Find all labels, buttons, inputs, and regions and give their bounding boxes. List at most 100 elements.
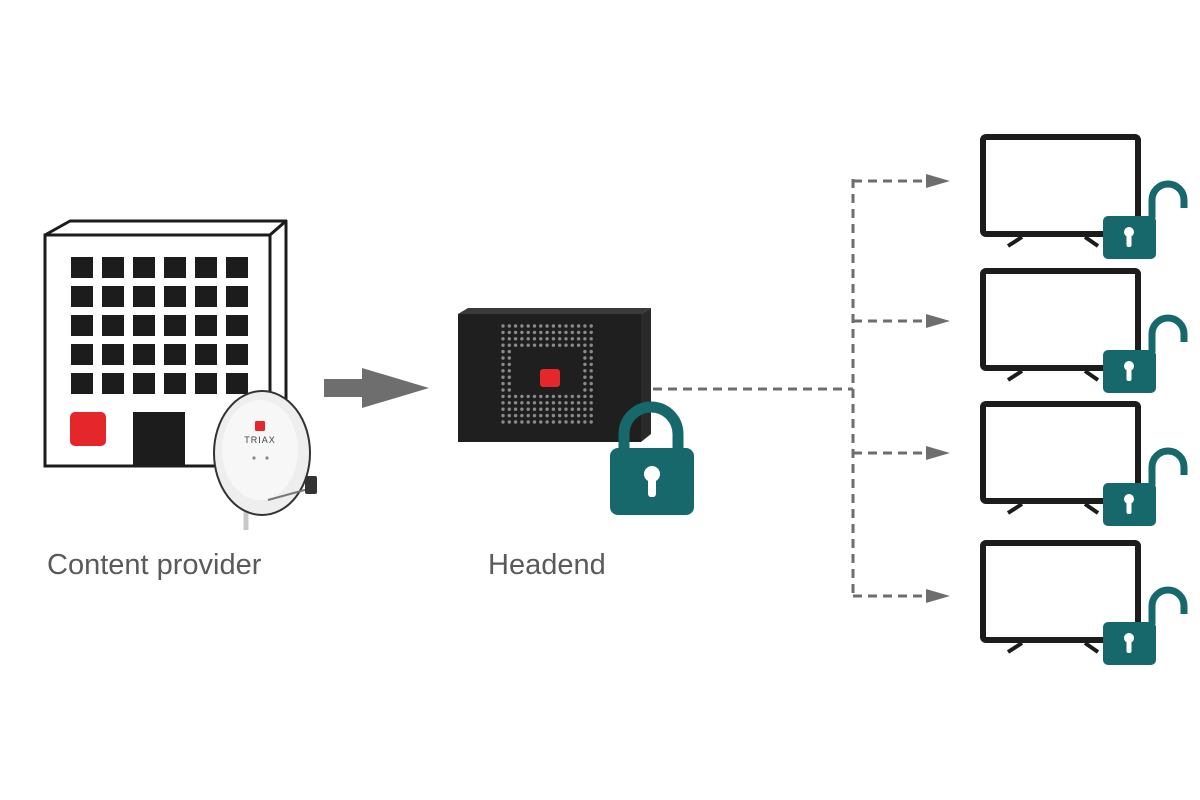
led-dot [526,401,530,405]
led-dot [589,324,593,328]
building-red-sign [70,412,106,446]
led-dot [526,337,530,341]
building-window [226,315,248,336]
led-dot [589,407,593,411]
led-dot [501,388,505,392]
led-dot [576,337,581,341]
led-dot [551,407,556,411]
padlock-open-icon [1103,447,1188,526]
led-dot [532,401,537,405]
led-dot [513,330,518,335]
content-provider-label: Content provider [47,549,262,581]
led-dot [570,420,574,424]
building-window [195,344,217,365]
led-dot [576,413,581,418]
led-dot [520,337,524,341]
led-dot [558,413,562,418]
led-dot [532,324,537,328]
led-dot [526,324,530,328]
building-door [133,412,185,466]
led-dot [551,420,556,424]
dish-logo-mark [255,421,265,431]
building-window [102,286,124,307]
led-dot [501,349,505,354]
led-dot [526,343,530,347]
led-dot [501,337,505,341]
led-dot [558,324,562,328]
led-dot [513,394,518,399]
led-dot [507,375,511,379]
led-dot [526,330,530,335]
building-window [133,373,155,394]
building-window [226,373,248,394]
led-dot [501,362,505,367]
led-dot [589,330,593,335]
distribution-connectors [653,179,928,598]
building-window [226,257,248,278]
led-dot [501,375,505,379]
television-icon [980,540,1141,654]
led-dot [526,413,530,418]
building-window [71,257,93,278]
led-dot [513,324,518,328]
led-dot [570,324,574,328]
building-windows [71,257,248,394]
led-dot [570,407,574,411]
building-window [102,373,124,394]
building-window [226,344,248,365]
led-dot [564,343,568,347]
led-dot [583,330,587,335]
led-dot [583,375,587,379]
building-window [164,373,186,394]
led-dot [526,394,530,399]
led-dot [532,420,537,424]
building-window [133,344,155,365]
led-dot [564,394,568,399]
led-dot [520,420,524,424]
led-dot [539,330,543,335]
padlock-open-icon [1103,314,1188,393]
building-window [71,344,93,365]
led-dot [589,381,593,386]
building-window [71,315,93,336]
led-dot [545,401,549,405]
led-dot [576,401,581,405]
led-dot [513,413,518,418]
building-window [226,286,248,307]
headend-label: Headend [488,549,606,581]
led-dot [507,381,511,386]
led-dot [501,420,505,424]
led-dot [558,343,562,347]
led-dot [501,401,505,405]
led-dot [583,337,587,341]
building-window [71,286,93,307]
led-dot [576,407,581,411]
led-dot [570,413,574,418]
led-dot [501,413,505,418]
led-dot [564,420,568,424]
led-dot [551,337,556,341]
led-dot [526,420,530,424]
led-dot [551,343,556,347]
led-dot [576,420,581,424]
led-dot [558,401,562,405]
led-dot [583,401,587,405]
led-dot [501,407,505,411]
led-dot [520,413,524,418]
led-dot [501,394,505,399]
led-dot [520,343,524,347]
led-dot [545,407,549,411]
building-window [133,315,155,336]
building-window [164,286,186,307]
led-dot [570,330,574,335]
led-dot [513,401,518,405]
connector-arrowheads [926,174,950,603]
led-dot [564,337,568,341]
led-dot [507,394,511,399]
led-dot [513,337,518,341]
led-dot [513,343,518,347]
led-dot [551,394,556,399]
building-window [71,373,93,394]
led-dot [570,337,574,341]
